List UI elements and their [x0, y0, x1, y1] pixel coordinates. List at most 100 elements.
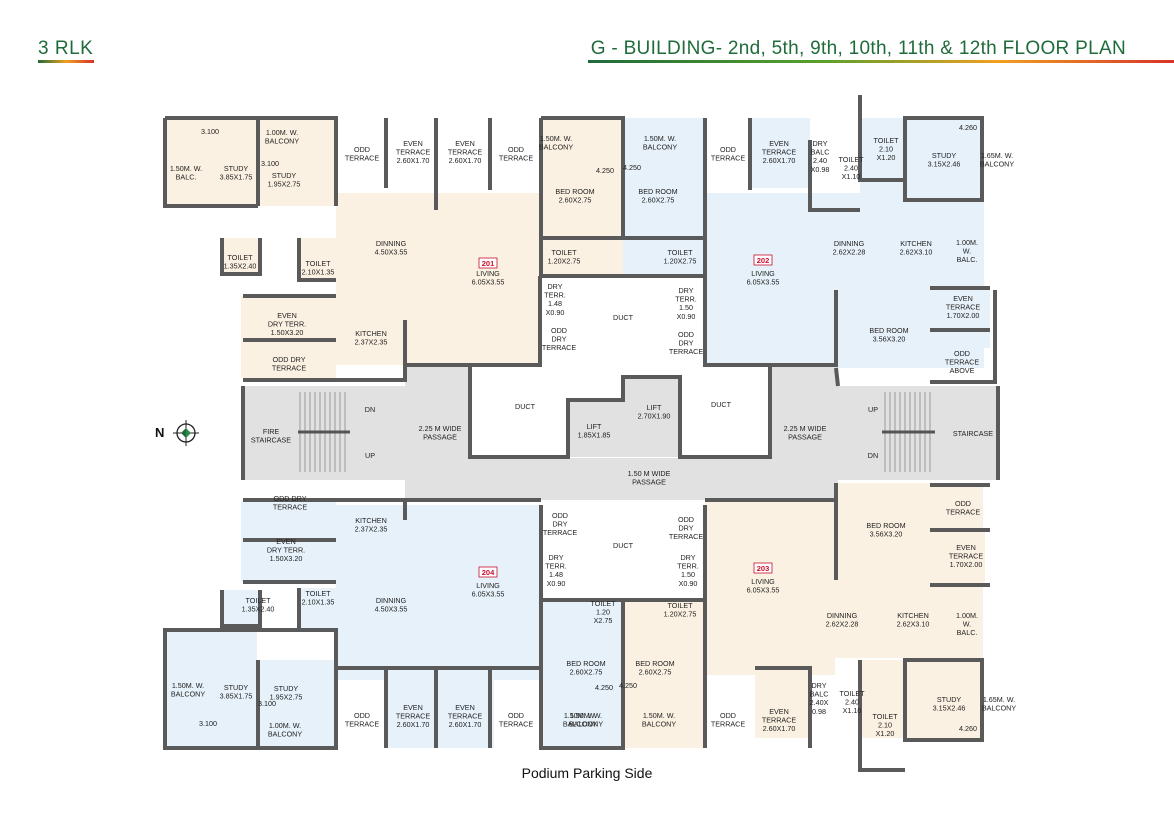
room-area-10	[623, 118, 705, 238]
room-area-8	[541, 118, 623, 238]
room-label-r22: 4.260	[959, 123, 977, 132]
wall-segment-42	[539, 600, 625, 750]
room-label-r15: 4.250	[623, 163, 641, 172]
wall-segment-1	[163, 118, 258, 208]
room-area-36	[386, 668, 494, 748]
wall-segment-21	[243, 365, 407, 382]
room-label-r4: 1.00M. W.BALCONY	[265, 128, 300, 146]
room-label-r57: DN	[868, 451, 878, 460]
wall-segment-12	[858, 95, 905, 182]
room-label-r100: 1.65M. W.BALCONY	[982, 695, 1017, 713]
title-underline-left	[38, 60, 94, 63]
unit-tag-box-203	[753, 562, 773, 574]
wall-segment-11	[808, 140, 860, 212]
unit-tag-box-202	[753, 254, 773, 266]
room-label-r2: 1.50M. W.BALC.	[170, 164, 202, 182]
room-area-43	[860, 660, 905, 738]
room-label-r55: UP	[868, 405, 878, 414]
room-label-r46: DN	[365, 405, 375, 414]
room-area-23	[470, 365, 568, 457]
room-area-11	[706, 193, 836, 363]
room-label-r5: 3.100	[261, 159, 279, 168]
wall-segment-17	[220, 238, 262, 276]
room-area-3	[241, 296, 336, 378]
wall-segment-34	[220, 590, 262, 628]
room-area-25	[568, 400, 623, 457]
wall-segment-13	[903, 116, 984, 202]
room-area-40	[905, 660, 982, 740]
podium-caption: Podium Parking Side	[521, 765, 653, 781]
room-label-r56: STAIRCASE	[953, 429, 993, 438]
room-label-r88: 1.00M. W.BALCONY	[268, 721, 303, 739]
title-underline-right	[588, 60, 1174, 63]
room-label-r34: 1.00M.W.BALC.	[956, 238, 978, 264]
room-area-26	[623, 377, 680, 457]
unit-tag-box-204	[478, 566, 498, 578]
wall-segment-16	[539, 238, 707, 278]
room-label-r50: DUCT	[515, 402, 536, 411]
wall-segment-36	[163, 628, 338, 750]
room-area-5	[299, 238, 337, 280]
room-area-22	[405, 458, 838, 500]
unit-type-title: 3 RLK	[38, 38, 94, 59]
room-label-r82: 4.250	[595, 683, 613, 692]
room-label-r79: 1.00M.W.BALC.	[956, 611, 978, 637]
room-area-35	[541, 600, 623, 748]
room-area-15	[750, 118, 810, 188]
unit-tag-203: 203	[757, 564, 770, 573]
room-label-r103: 3.100	[199, 719, 217, 728]
unit-tag-201: 201	[482, 259, 495, 268]
room-label-r1: 3.100	[201, 127, 219, 136]
room-area-29	[336, 505, 541, 680]
compass-icon	[173, 420, 199, 446]
room-area-0	[165, 118, 257, 206]
